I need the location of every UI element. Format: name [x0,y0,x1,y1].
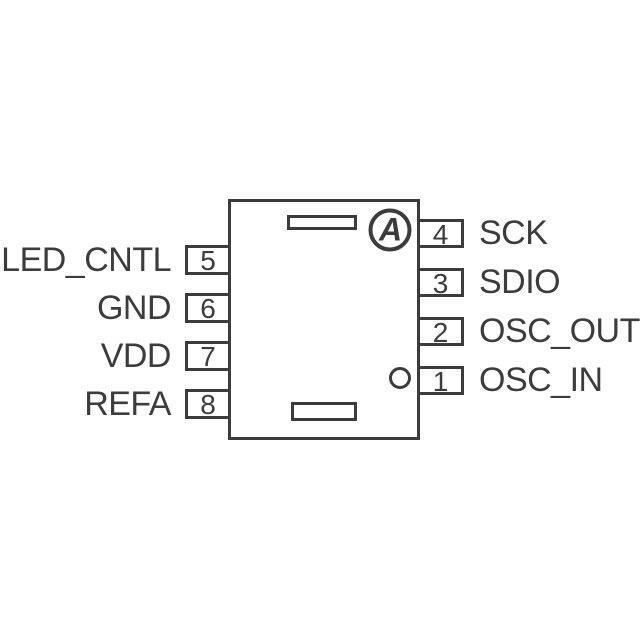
pin-5-number-box: 5 [185,245,231,275]
pin-4-number-box: 4 [417,219,464,249]
pin-1-label: OSC_IN [479,361,603,399]
pin-5-label: LED_CNTL [1,241,171,279]
svg-text:A: A [378,212,402,248]
pin-2-number-box: 2 [417,317,464,347]
pin-2-label: OSC_OUT [479,312,640,350]
bottom-orientation-marker [291,402,357,421]
pin-4-label: SCK [479,214,548,252]
pin-6-label: GND [96,289,172,327]
vendor-logo: A [366,206,414,254]
pin-8-number-box: 8 [185,389,231,419]
pin-3-label: SDIO [479,263,561,301]
pin-1-indicator-dot [389,367,411,389]
pin-7-number-box: 7 [185,341,231,371]
pin-1-number-box: 1 [417,366,464,396]
pin-8-label: REFA [84,385,171,423]
pin-7-label: VDD [100,337,172,375]
circled-a-logo-icon: A [368,208,412,252]
top-orientation-marker [287,215,357,230]
pin-3-number-box: 3 [417,268,464,298]
pin-6-number-box: 6 [185,293,231,323]
